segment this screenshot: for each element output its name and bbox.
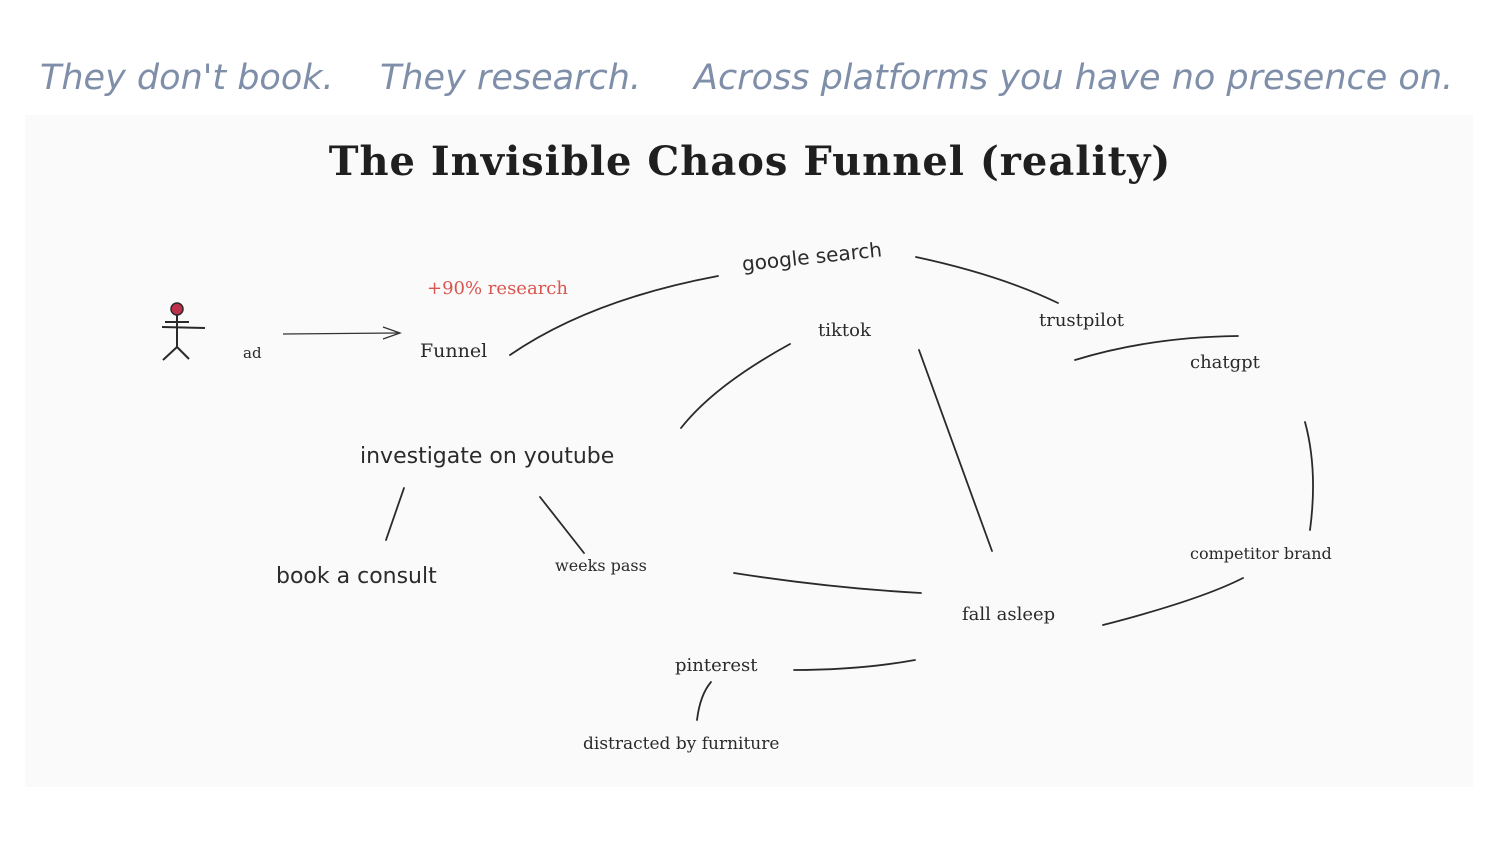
node-distracted-by-furniture: distracted by furniture: [583, 734, 780, 754]
line-youtube-weeks: [539, 496, 585, 554]
line-tiktok-youtube: [680, 343, 791, 429]
line-youtube-consult: [385, 487, 405, 541]
node-competitor-brand: competitor brand: [1190, 544, 1332, 563]
line-pinterest-fallasleep: [793, 659, 916, 671]
node-chatgpt: chatgpt: [1190, 352, 1260, 373]
line-chatgpt-competitor: [1304, 421, 1314, 531]
line-trustpilot-chatgpt: [1074, 335, 1239, 361]
headline-part-1: They don't book.: [40, 58, 334, 98]
headline-part-2: They research.: [380, 58, 642, 98]
node-research: +90% research: [427, 278, 568, 299]
node-funnel: Funnel: [420, 340, 488, 362]
line-google-trustpilot: [915, 256, 1059, 304]
node-fall-asleep: fall asleep: [962, 604, 1056, 625]
line-funnel-google: [509, 275, 719, 356]
diagram-title: The Invisible Chaos Funnel (reality): [328, 138, 1172, 185]
headline-part-3: Across platforms you have no presence on…: [694, 58, 1454, 98]
stick-figure-icon: [161, 302, 206, 361]
node-tiktok: tiktok: [818, 320, 871, 341]
node-investigate-youtube: investigate on youtube: [360, 444, 615, 469]
node-weeks-pass: weeks pass: [555, 556, 647, 575]
arrow-ad-to-funnel: [282, 326, 402, 340]
diagram-panel: [25, 115, 1473, 787]
node-ad: ad: [243, 344, 262, 362]
node-trustpilot: trustpilot: [1039, 310, 1125, 331]
line-weeks-fallasleep: [733, 572, 922, 594]
line-competitor-fallasleep: [1102, 577, 1244, 626]
line-pinterest-distracted: [696, 681, 712, 721]
node-pinterest: pinterest: [675, 655, 758, 676]
node-book-consult: book a consult: [276, 564, 437, 589]
line-tiktok-fallasleep: [918, 349, 993, 552]
